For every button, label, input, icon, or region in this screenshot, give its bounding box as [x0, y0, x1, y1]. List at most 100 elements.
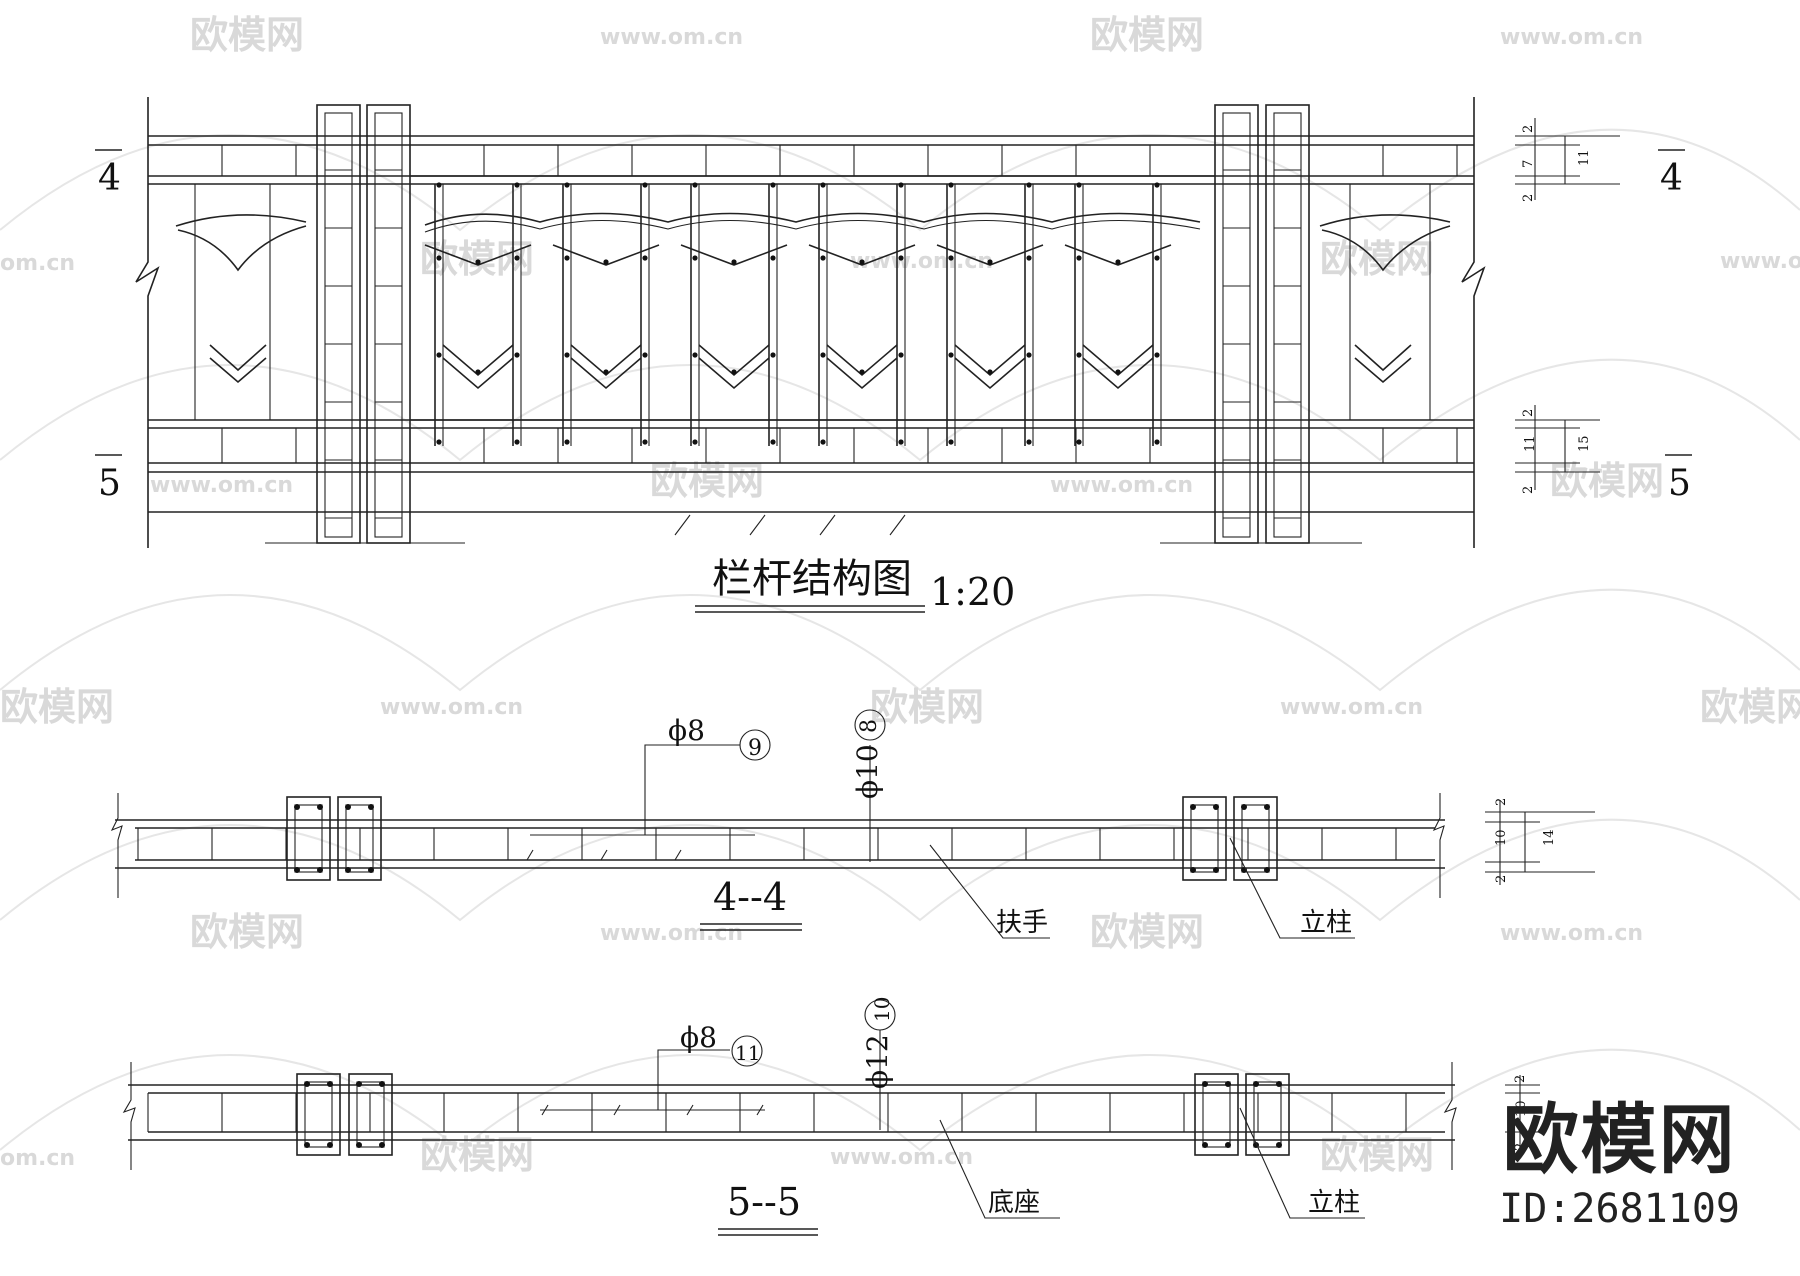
rebar-dot [1154, 352, 1160, 358]
post-core [1202, 1081, 1231, 1148]
base-segments [147, 1093, 1407, 1132]
svg-text:15: 15 [1577, 435, 1592, 452]
rebar-dot [642, 255, 648, 261]
label-post: 立柱 [1239, 1107, 1365, 1219]
chevron [826, 344, 898, 377]
rebar-dot [1202, 1081, 1208, 1087]
svg-text:底座: 底座 [988, 1188, 1040, 1218]
watermark-brand: 欧模网 [1550, 459, 1664, 503]
label-post: 立柱 [1229, 837, 1355, 939]
brand-block: 欧模网 ID:2681109 [1499, 1102, 1740, 1233]
svg-text:2: 2 [1494, 875, 1509, 883]
rebar-dot [436, 439, 442, 445]
rebar-dot [294, 804, 300, 810]
break-right [1432, 793, 1445, 898]
elevation-scale: 1:20 [930, 570, 1015, 614]
watermark-url: www.om.cn [1280, 695, 1423, 720]
watermark-brand: 欧模网 [1320, 237, 1434, 281]
svg-text:立柱: 立柱 [1308, 1188, 1360, 1218]
watermark-arcs [0, 128, 1800, 1152]
svg-text:5: 5 [1668, 463, 1691, 504]
rebar-dot [436, 352, 442, 358]
arched-rail [424, 219, 1201, 233]
rebar-dot [1154, 439, 1160, 445]
svg-text:4: 4 [1660, 158, 1683, 199]
chevron [826, 357, 898, 390]
rebar-dot [304, 1142, 310, 1148]
rebar-dot [642, 182, 648, 188]
rebar-dot [1276, 1142, 1282, 1148]
post-outline [1245, 1073, 1290, 1156]
watermark-url: www.om.cn [850, 249, 993, 274]
rebar-dot [1276, 1081, 1282, 1087]
rebar-dot [692, 352, 698, 358]
watermark-url-partial: om.cn [0, 1146, 75, 1171]
svg-text:7: 7 [1521, 160, 1536, 168]
rebar-callout-10: ϕ12 10 [861, 997, 896, 1130]
rebar-dot [898, 439, 904, 445]
decor-curve [424, 244, 532, 266]
post-core [1190, 804, 1219, 873]
watermark-url-partial: om.cn [0, 251, 75, 276]
post-core [1253, 1081, 1282, 1148]
watermark-brand: 欧模网 [1090, 910, 1204, 954]
rebar-dot [898, 352, 904, 358]
chevron [954, 357, 1026, 390]
rebar-dot [1026, 439, 1032, 445]
svg-text:ϕ8: ϕ8 [680, 1021, 717, 1054]
chevron [570, 357, 642, 390]
rebar-dot [1225, 1142, 1231, 1148]
svg-text:11: 11 [1577, 149, 1592, 166]
section-mark-4-left: 4 [95, 149, 122, 199]
watermark-url: www.om.cn [1720, 249, 1800, 274]
rebar-dot [1076, 352, 1082, 358]
post-core [294, 804, 323, 873]
watermark-brand: 欧模网 [0, 685, 114, 729]
post-core [356, 1081, 385, 1148]
ground-hatch [674, 514, 906, 536]
watermark-url: www.om.cn [600, 25, 743, 50]
svg-text:立柱: 立柱 [1300, 908, 1352, 938]
watermark-url: www.om.cn [1500, 921, 1643, 946]
svg-text:2: 2 [1494, 798, 1509, 806]
watermark-url: www.om.cn [1050, 473, 1193, 498]
chevron [1082, 357, 1154, 390]
rebar-dot [770, 255, 776, 261]
post-outline [286, 796, 331, 881]
rebar-dot [1076, 255, 1082, 261]
left-break-line [135, 97, 160, 548]
decor-curve [936, 244, 1044, 266]
rebar-callout-8: ϕ10 8 [851, 709, 886, 862]
rebar-dot [692, 439, 698, 445]
rebar-dot [948, 255, 954, 261]
rebar-dot [948, 182, 954, 188]
elevation-title-text: 栏杆结构图 [712, 556, 912, 602]
post-outline [1194, 1073, 1239, 1156]
rebar-dot [368, 804, 374, 810]
rebar-dot [820, 352, 826, 358]
rebar-dot [379, 1142, 385, 1148]
rebar-dot [514, 182, 520, 188]
chevron [698, 344, 770, 377]
rebar-dot [356, 1142, 362, 1148]
rebar-dot [1241, 804, 1247, 810]
post-sections [286, 796, 1278, 881]
post-outline [1182, 796, 1227, 881]
dimension-chain-top: 2 7 2 11 [1515, 118, 1620, 202]
chevron [698, 357, 770, 390]
break-right [1443, 1062, 1457, 1170]
break-left [110, 793, 123, 898]
rebar-dot [770, 352, 776, 358]
rebar-dot [436, 255, 442, 261]
decor-curve [552, 244, 660, 266]
rebar-dot [1154, 255, 1160, 261]
label-base: 底座 [939, 1119, 1060, 1219]
rebar-dot [1076, 182, 1082, 188]
rebar-dot [642, 439, 648, 445]
rebar-dot [327, 1142, 333, 1148]
svg-text:2: 2 [1513, 1143, 1528, 1151]
rebar-dot [603, 259, 609, 265]
rebar-dot [898, 255, 904, 261]
